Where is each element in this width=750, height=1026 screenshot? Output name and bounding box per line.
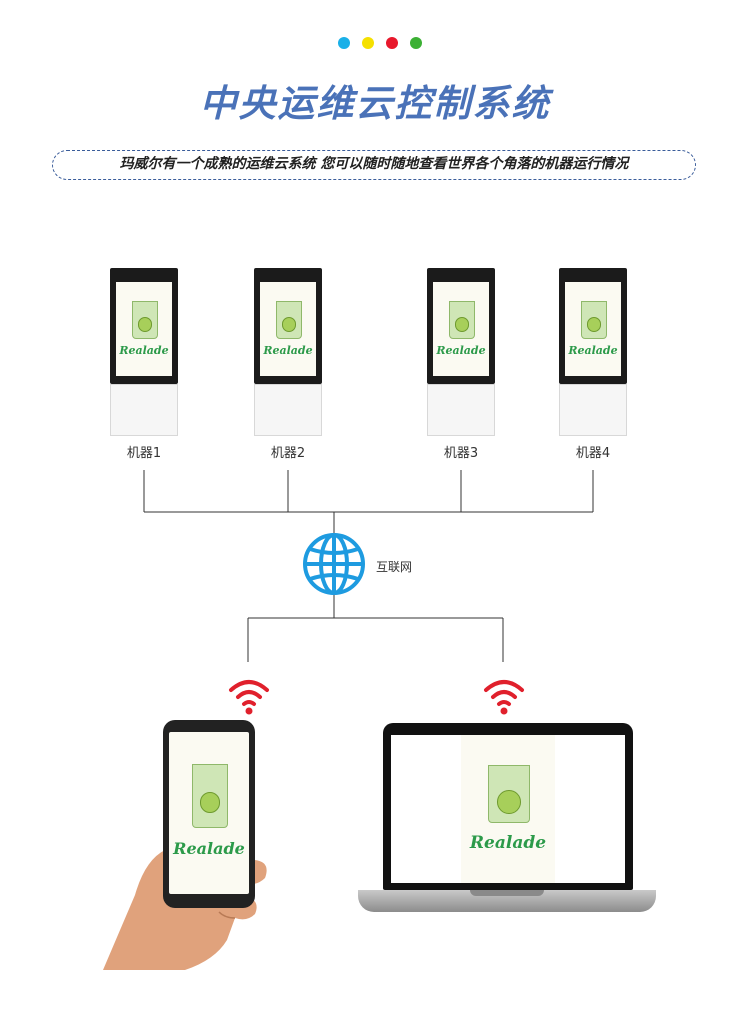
brand-script-text: Realade bbox=[263, 344, 313, 358]
laptop-base bbox=[358, 890, 656, 912]
machine-2: Realade bbox=[254, 268, 322, 436]
brand-script-text: Realade bbox=[119, 344, 169, 358]
globe-icon bbox=[303, 533, 365, 595]
machine-label-2: 机器2 bbox=[270, 446, 306, 461]
laptop-notch bbox=[470, 890, 544, 896]
subtitle-banner: 玛威尔有一个成熟的运维云系统 您可以随时随地查看世界各个角落的机器运行情况 bbox=[52, 150, 696, 180]
laptop-icon: Realade bbox=[383, 723, 633, 890]
decorative-dots bbox=[338, 37, 422, 49]
laptop-screen: Realade bbox=[391, 735, 625, 883]
lime-slice-image bbox=[586, 316, 602, 332]
kiosk-screen: Realade bbox=[260, 282, 316, 376]
lime-slice-image bbox=[199, 792, 221, 813]
kiosk-base bbox=[254, 384, 322, 436]
dot-blue bbox=[338, 37, 350, 49]
brand-script-text: Realade bbox=[436, 344, 486, 358]
lime-slice-image bbox=[497, 789, 521, 814]
dot-green bbox=[410, 37, 422, 49]
smartphone-icon: Realade bbox=[163, 720, 255, 908]
kiosk-base bbox=[110, 384, 178, 436]
brand-script-text: Realade bbox=[173, 838, 245, 858]
lime-slice-image bbox=[137, 316, 153, 332]
machine-4: Realade bbox=[559, 268, 627, 436]
lime-slice-image bbox=[454, 316, 470, 332]
kiosk-display-frame: Realade bbox=[110, 268, 178, 384]
kiosk-display-frame: Realade bbox=[427, 268, 495, 384]
kiosk-screen: Realade bbox=[433, 282, 489, 376]
brand-script-text: Realade bbox=[469, 832, 547, 853]
kiosk-base bbox=[427, 384, 495, 436]
machine-label-3: 机器3 bbox=[443, 446, 479, 461]
kiosk-base bbox=[559, 384, 627, 436]
dot-yellow bbox=[362, 37, 374, 49]
kiosk-screen: Realade bbox=[565, 282, 621, 376]
machine-3: Realade bbox=[427, 268, 495, 436]
machine-1: Realade bbox=[110, 268, 178, 436]
lime-slice-image bbox=[281, 316, 297, 332]
phone-screen: Realade bbox=[169, 732, 249, 894]
internet-label: 互联网 bbox=[376, 560, 413, 574]
machine-label-4: 机器4 bbox=[575, 446, 611, 461]
kiosk-display-frame: Realade bbox=[559, 268, 627, 384]
wifi-icon-laptop bbox=[484, 680, 524, 715]
page-title: 中央运维云控制系统 bbox=[199, 82, 551, 125]
dot-red bbox=[386, 37, 398, 49]
laptop-poster: Realade bbox=[461, 735, 555, 883]
subtitle-text: 玛威尔有一个成熟的运维云系统 您可以随时随地查看世界各个角落的机器运行情况 bbox=[119, 156, 629, 172]
kiosk-display-frame: Realade bbox=[254, 268, 322, 384]
kiosk-screen: Realade bbox=[116, 282, 172, 376]
brand-script-text: Realade bbox=[568, 344, 618, 358]
wifi-icon-phone bbox=[229, 680, 269, 715]
machine-label-1: 机器1 bbox=[126, 446, 162, 461]
